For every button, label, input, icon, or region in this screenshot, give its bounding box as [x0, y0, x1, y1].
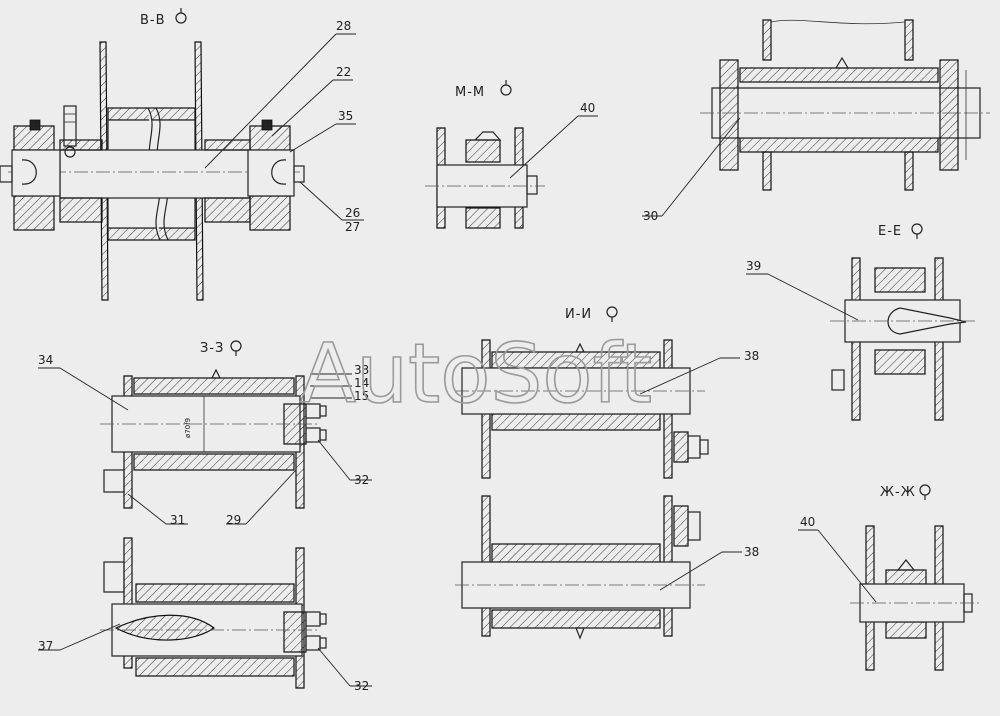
callout-40-bottom: 40 [800, 515, 815, 529]
callout-40-top: 40 [580, 101, 595, 115]
view-marker-icon [606, 306, 618, 318]
callout-38-top: 38 [744, 349, 759, 363]
view-ii: И-И 38 [455, 306, 759, 479]
callout-37: 37 [38, 639, 53, 653]
callout-15: 15 [354, 389, 369, 403]
section-label-ee: Е-Е [878, 224, 902, 239]
callout-28: 28 [336, 19, 351, 33]
view-bb: В-В [0, 8, 364, 301]
callout-32-bottom: 32 [354, 679, 369, 693]
dimension-text: ø70f9 [184, 418, 192, 438]
callout-27: 27 [345, 220, 360, 234]
view-marker-icon [911, 223, 923, 235]
section-label-zhzh: Ж-Ж [880, 485, 916, 500]
callout-32-top: 32 [354, 473, 369, 487]
shaft-28 [59, 149, 251, 199]
view-marker-icon [919, 484, 931, 496]
callout-29: 29 [226, 513, 241, 527]
callout-38-bottom: 38 [744, 545, 759, 559]
view-marker-icon [175, 12, 187, 24]
callout-22: 22 [336, 65, 351, 79]
callout-30: 30 [643, 209, 658, 223]
section-label-ii: И-И [565, 307, 592, 322]
callout-14: 14 [354, 376, 369, 390]
view-ee: Е-Е 39 [746, 223, 975, 421]
section-label-bb: В-В [140, 13, 166, 28]
view-marker-icon [500, 84, 512, 96]
callout-26: 26 [345, 206, 360, 220]
callout-34: 34 [38, 353, 53, 367]
view-marker-icon [230, 340, 242, 352]
view-center-bottom: 38 [455, 495, 759, 640]
view-zz: З-З ø70f9 34 33 14 15 32 31 [38, 340, 372, 527]
view-zhzh: Ж-Ж 40 [798, 484, 980, 671]
view-bottom-left: 37 32 [38, 537, 372, 693]
callout-31: 31 [170, 513, 185, 527]
callout-33: 33 [354, 363, 369, 377]
section-label-mm: М-М [455, 85, 485, 100]
callout-35: 35 [338, 109, 353, 123]
watermark: AutoSoft [300, 327, 652, 422]
callout-39: 39 [746, 259, 761, 273]
view-top-right: 30 [642, 19, 990, 223]
view-mm: М-М 40 [425, 80, 598, 229]
section-label-zz: З-З [200, 341, 224, 356]
